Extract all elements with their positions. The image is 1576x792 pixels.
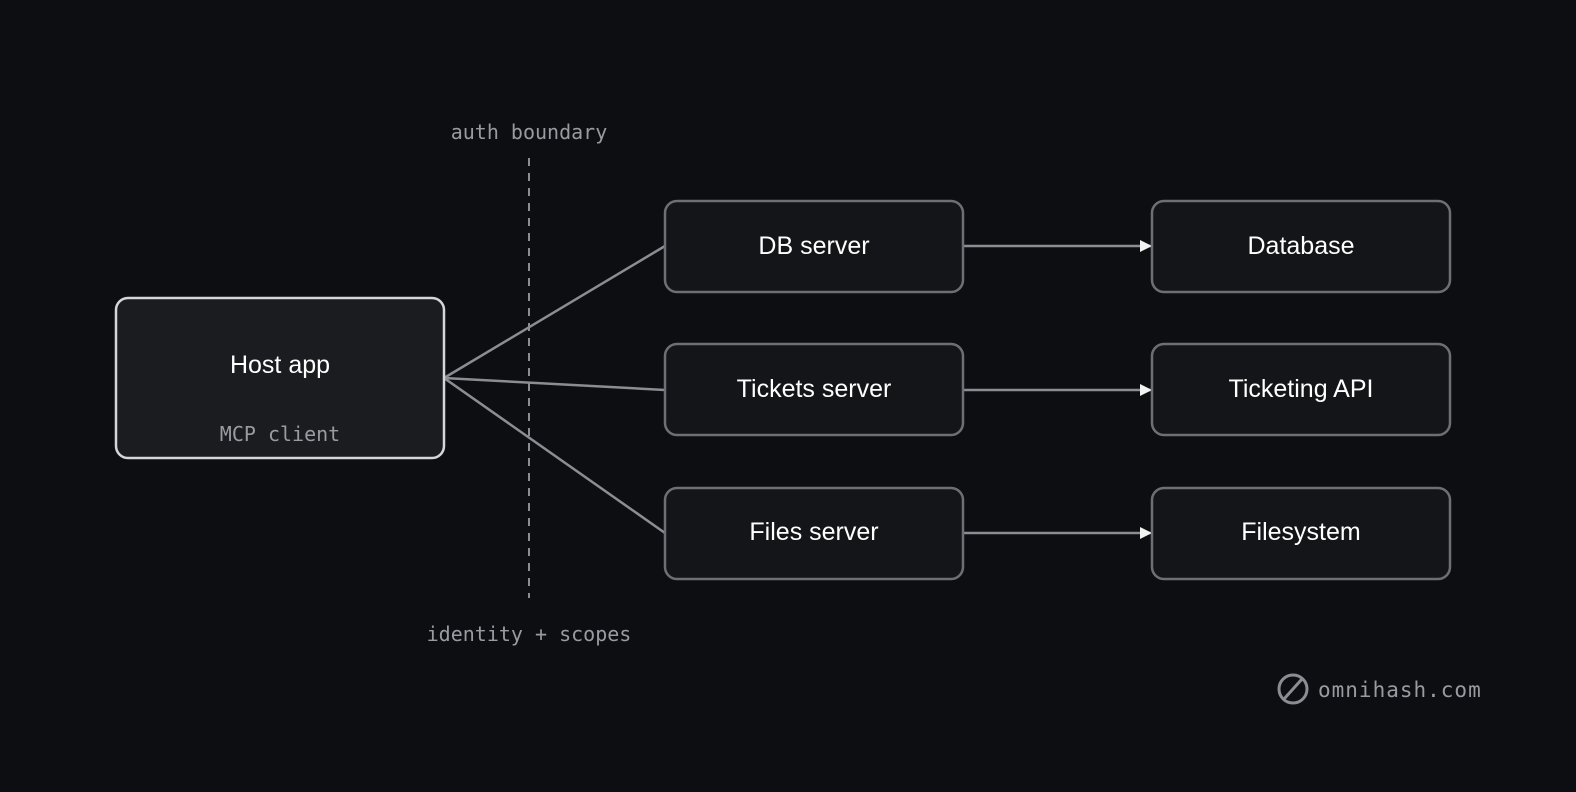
ticketing-api-label: Ticketing API (1229, 375, 1374, 403)
ticketing-api-node: Ticketing API (1150, 342, 1452, 437)
db-server-node: DB server (663, 199, 965, 294)
filesystem-label: Filesystem (1241, 518, 1360, 546)
filesystem-node: Filesystem (1150, 486, 1452, 581)
tickets-server-label: Tickets server (737, 375, 892, 403)
connector-host-files-server (443, 376, 666, 535)
files-server-label: Files server (749, 518, 878, 546)
tickets-server-node: Tickets server (663, 342, 965, 437)
host-app-box (114, 296, 446, 460)
host-app-node: Host app MCP client (114, 296, 446, 460)
auth-boundary-label: auth boundary (451, 120, 608, 144)
brand-watermark: omnihash.com (1277, 673, 1482, 705)
filesystem-box (1150, 486, 1452, 581)
host-app-title: Host app (230, 351, 330, 379)
files-server-node: Files server (663, 486, 965, 581)
host-app-subtitle: MCP client (220, 422, 340, 446)
database-label: Database (1247, 232, 1354, 260)
files-server-box (663, 486, 965, 581)
database-box (1150, 199, 1452, 294)
connector-host-db-server (443, 244, 666, 380)
ticketing-api-box (1150, 342, 1452, 437)
connector-host-tickets-server (443, 376, 666, 392)
slashed-circle-logo-icon (1277, 673, 1309, 705)
tickets-server-box (663, 342, 965, 437)
db-server-label: DB server (758, 232, 869, 260)
database-node: Database (1150, 199, 1452, 294)
brand-text: omnihash.com (1318, 678, 1482, 702)
identity-scopes-label: identity + scopes (427, 622, 632, 646)
db-server-box (663, 199, 965, 294)
